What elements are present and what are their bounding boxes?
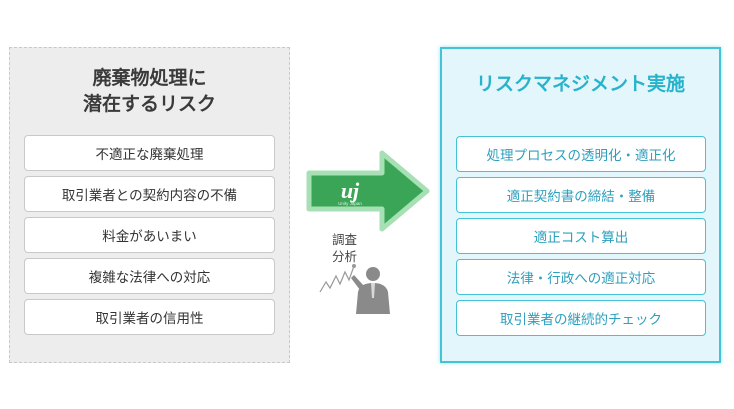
risk-item: 複雑な法律への対応: [24, 258, 275, 294]
analysis-line1: 調査: [332, 232, 358, 247]
analysis-label: 調査 分析: [332, 231, 357, 265]
process-arrow: uj Unity Japan: [306, 150, 430, 232]
measure-item: 法律・行政への適正対応: [456, 259, 706, 295]
measure-item: 適正コスト算出: [456, 218, 706, 254]
risk-panel-title: 廃棄物処理に 潜在するリスク: [10, 65, 289, 117]
analyst-icon: [319, 264, 390, 314]
risk-item: 不適正な廃棄処理: [24, 135, 275, 171]
measure-item: 取引業者の継続的チェック: [456, 300, 706, 336]
unity-japan-logo: uj Unity Japan: [320, 177, 380, 206]
analysis-line2: 分析: [332, 249, 358, 264]
risk-management-title: リスクマネジメント実施: [475, 73, 685, 95]
logo-text: uj: [341, 178, 360, 203]
logo-subtext: Unity Japan: [338, 201, 362, 206]
risk-item: 料金があいまい: [24, 217, 275, 253]
risk-item: 取引業者の信用性: [24, 299, 275, 335]
risk-management-panel: リスクマネジメント実施 処理プロセスの透明化・適正化 適正契約書の締結・整備 適…: [440, 47, 721, 363]
businessman-icon: [351, 267, 390, 314]
trend-line-icon: [319, 265, 355, 293]
measure-item: 処理プロセスの透明化・適正化: [456, 136, 706, 172]
risk-title-line1: 廃棄物処理に: [92, 67, 207, 89]
measure-item: 適正契約書の締結・整備: [456, 177, 706, 213]
risk-panel: 廃棄物処理に 潜在するリスク 不適正な廃棄処理 取引業者との契約内容の不備 料金…: [9, 47, 290, 363]
risk-item: 取引業者との契約内容の不備: [24, 176, 275, 212]
risk-title-line2: 潜在するリスク: [82, 93, 216, 115]
